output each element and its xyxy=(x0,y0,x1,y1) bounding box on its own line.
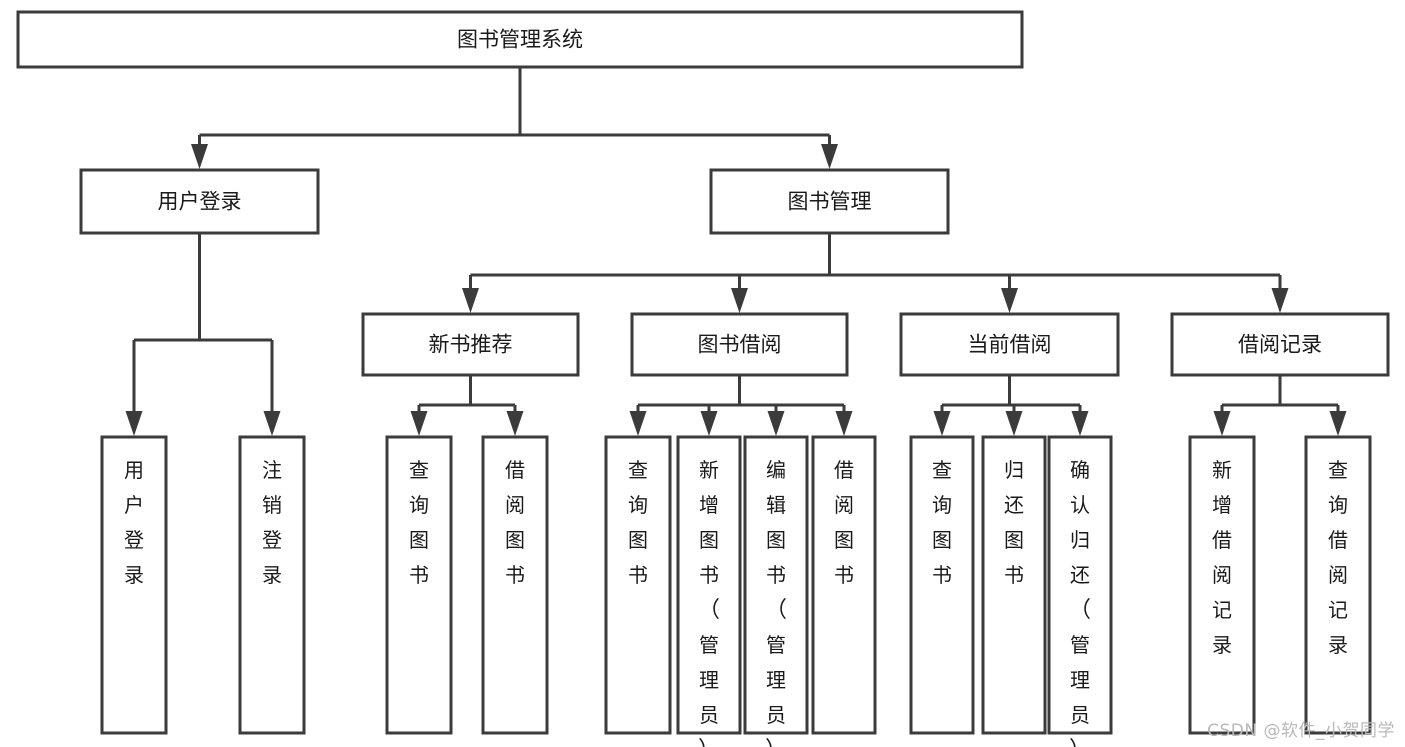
node-label: 注销登录 xyxy=(262,458,282,587)
node-box xyxy=(100,435,168,735)
node-leaf_logout[interactable]: 注销登录 xyxy=(238,435,306,735)
node-label: 确认归还（管理员） xyxy=(1069,458,1091,747)
edge-arrowhead xyxy=(191,144,208,169)
edge-arrowhead xyxy=(462,288,479,313)
edge-arrowhead xyxy=(933,411,951,436)
node-label: 用户登录 xyxy=(124,458,144,587)
node-label: 查询图书 xyxy=(409,458,429,587)
node-leaf_borrow_book_rec[interactable]: 借阅图书 xyxy=(481,435,549,735)
node-new_book_rec[interactable]: 新书推荐 xyxy=(361,312,580,377)
edge-arrowhead xyxy=(821,144,838,169)
edge-arrowhead xyxy=(1271,288,1289,313)
edge-arrowhead xyxy=(410,411,428,436)
node-label: 当前借阅 xyxy=(968,333,1052,357)
edge-arrowhead xyxy=(1071,411,1089,436)
node-leaf_borrow_book_bor[interactable]: 借阅图书 xyxy=(811,435,877,735)
node-label: 图书管理 xyxy=(788,190,872,214)
node-leaf_query_book_rec[interactable]: 查询图书 xyxy=(385,435,453,735)
edge-arrowhead xyxy=(629,411,647,436)
node-label: 查询图书 xyxy=(628,458,648,587)
node-box xyxy=(1304,435,1372,735)
node-leaf_add_record[interactable]: 新增借阅记录 xyxy=(1188,435,1256,735)
node-label: 新增借阅记录 xyxy=(1212,458,1232,657)
node-label: 借阅记录 xyxy=(1238,333,1322,357)
node-leaf_query_book_bor[interactable]: 查询图书 xyxy=(604,435,672,735)
node-leaf_add_book[interactable]: 新增图书（管理员） xyxy=(676,435,742,747)
node-label: 查询借阅记录 xyxy=(1328,458,1348,657)
node-box xyxy=(238,435,306,735)
node-box xyxy=(79,168,320,235)
node-leaf_query_record[interactable]: 查询借阅记录 xyxy=(1304,435,1372,735)
edge-arrowhead xyxy=(125,411,143,436)
node-box xyxy=(811,435,877,735)
node-borrow_record[interactable]: 借阅记录 xyxy=(1170,312,1390,377)
node-box xyxy=(361,312,580,377)
node-label: 借阅图书 xyxy=(505,458,525,587)
node-leaf_return_book[interactable]: 归还图书 xyxy=(981,435,1047,735)
node-box xyxy=(1188,435,1256,735)
node-leaf_query_book_cur[interactable]: 查询图书 xyxy=(909,435,975,735)
node-leaf_edit_book[interactable]: 编辑图书（管理员） xyxy=(743,435,809,747)
node-box xyxy=(899,312,1120,377)
node-box xyxy=(1170,312,1390,377)
node-box xyxy=(16,10,1024,69)
node-box xyxy=(481,435,549,735)
node-current_borrow[interactable]: 当前借阅 xyxy=(899,312,1120,377)
edge-arrowhead xyxy=(1213,411,1231,436)
node-box xyxy=(1047,435,1113,735)
node-leaf_user_login[interactable]: 用户登录 xyxy=(100,435,168,735)
edge-layer xyxy=(125,67,1347,436)
edge-arrowhead xyxy=(731,288,748,313)
node-label: 用户登录 xyxy=(158,190,242,214)
edge-arrowhead xyxy=(506,411,524,436)
node-box xyxy=(909,435,975,735)
node-label: 图书借阅 xyxy=(698,333,782,357)
node-label: 新书推荐 xyxy=(429,333,513,357)
edge-arrowhead xyxy=(1005,411,1023,436)
node-leaf_confirm_return[interactable]: 确认归还（管理员） xyxy=(1047,435,1113,747)
node-box xyxy=(709,168,950,235)
edge-arrowhead xyxy=(1329,411,1347,436)
node-book_borrow[interactable]: 图书借阅 xyxy=(630,312,849,377)
node-box xyxy=(630,312,849,377)
node-box xyxy=(676,435,742,735)
node-box xyxy=(743,435,809,735)
edge-arrowhead xyxy=(263,411,281,436)
node-label: 归还图书 xyxy=(1004,458,1024,587)
node-label: 查询图书 xyxy=(932,458,952,587)
node-label: 新增图书（管理员） xyxy=(698,458,720,747)
node-layer: 图书管理系统用户登录图书管理新书推荐图书借阅当前借阅借阅记录用户登录注销登录查询… xyxy=(16,10,1390,747)
node-box xyxy=(981,435,1047,735)
edge-arrowhead xyxy=(700,411,718,436)
node-root[interactable]: 图书管理系统 xyxy=(16,10,1024,69)
node-label: 借阅图书 xyxy=(834,458,854,587)
edge-arrowhead xyxy=(767,411,785,436)
node-book_manage[interactable]: 图书管理 xyxy=(709,168,950,235)
node-box xyxy=(385,435,453,735)
node-box xyxy=(604,435,672,735)
node-user_login[interactable]: 用户登录 xyxy=(79,168,320,235)
node-label: 编辑图书（管理员） xyxy=(765,458,787,747)
node-label: 图书管理系统 xyxy=(457,28,583,52)
edge-arrowhead xyxy=(1001,288,1018,313)
edge-arrowhead xyxy=(835,411,853,436)
